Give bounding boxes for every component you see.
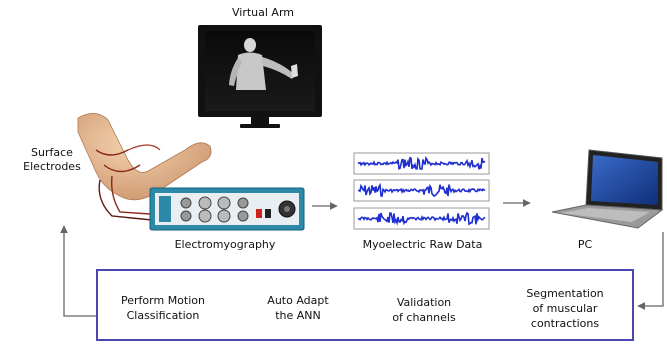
arrow-loop-to-arm: [60, 225, 96, 317]
arm-illustration: [77, 113, 212, 221]
step-segmentation: Segmentation of muscular contractions: [505, 286, 625, 331]
step-auto-adapt-line2: the ANN: [275, 309, 321, 322]
step-auto-adapt-line1: Auto Adapt: [267, 294, 329, 307]
surface-electrodes-label: Surface Electrodes: [18, 146, 86, 174]
monitor-virtual-arm: [198, 25, 322, 128]
surface-electrodes-line1: Surface: [31, 146, 73, 159]
signal-trace-3: [357, 211, 486, 226]
signal-trace-1: [357, 155, 486, 170]
step-segmentation-line1: Segmentation: [526, 287, 604, 300]
step-classification-line2: Classification: [126, 309, 200, 322]
arrow-pc-to-pipeline: [637, 232, 664, 310]
raw-data-label: Myoelectric Raw Data: [362, 238, 483, 251]
laptop-pc: [551, 149, 664, 229]
step-validation: Validation of channels: [376, 295, 472, 325]
step-auto-adapt: Auto Adapt the ANN: [252, 293, 344, 323]
step-classification: Perform Motion Classification: [104, 293, 222, 323]
step-classification-line1: Perform Motion: [121, 294, 205, 307]
pc-label: PC: [577, 238, 593, 251]
processing-pipeline: [96, 269, 634, 341]
virtual-arm-label: Virtual Arm: [231, 6, 294, 19]
raw-data-panels: [353, 152, 490, 230]
step-segmentation-line3: contractions: [530, 317, 600, 330]
electromyography-label: Electromyography: [174, 238, 276, 251]
step-segmentation-line2: of muscular: [532, 302, 598, 315]
step-validation-line1: Validation: [396, 296, 452, 309]
step-validation-line2: of channels: [392, 311, 456, 324]
signal-trace-2: [357, 182, 486, 198]
surface-electrodes-line2: Electrodes: [23, 160, 81, 173]
emg-device: [149, 187, 305, 231]
